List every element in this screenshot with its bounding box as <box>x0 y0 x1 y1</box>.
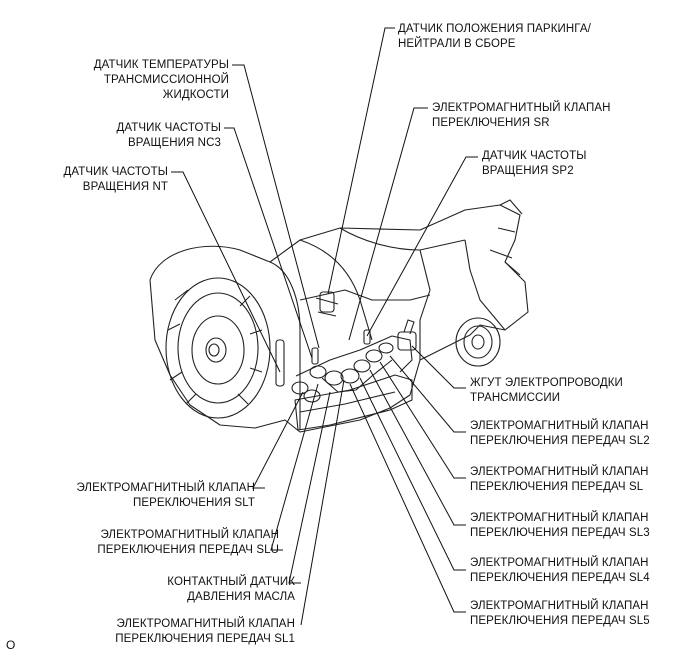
label-sl3-solenoid: ЭЛЕКТРОМАГНИТНЫЙ КЛАПАН ПЕРЕКЛЮЧЕНИЯ ПЕР… <box>470 512 650 539</box>
solenoid-cluster <box>291 319 417 403</box>
label-sl-solenoid: ЭЛЕКТРОМАГНИТНЫЙ КЛАПАН ПЕРЕКЛЮЧЕНИЯ ПЕР… <box>470 466 649 493</box>
label-sr-solenoid: ЭЛЕКТРОМАГНИТНЫЙ КЛАПАН ПЕРЕКЛЮЧЕНИЯ SR <box>432 102 611 129</box>
label-nc3-speed-sensor: ДАТЧИК ЧАСТОТЫ ВРАЩЕНИЯ NC3 <box>116 122 221 149</box>
label-park-neutral-sensor: ДАТЧИК ПОЛОЖЕНИЯ ПАРКИНГА/ НЕЙТРАЛИ В СБ… <box>398 23 591 50</box>
corner-mark: O <box>6 638 16 652</box>
label-oil-pressure-switch: КОНТАКТНЫЙ ДАТЧИК ДАВЛЕНИЯ МАСЛА <box>167 576 295 603</box>
label-slu-solenoid: ЭЛЕКТРОМАГНИТНЫЙ КЛАПАН ПЕРЕКЛЮЧЕНИЯ ПЕР… <box>97 529 279 556</box>
label-nt-speed-sensor: ДАТЧИК ЧАСТОТЫ ВРАЩЕНИЯ NT <box>63 166 168 193</box>
label-fluid-temp-sensor: ДАТЧИК ТЕМПЕРАТУРЫ ТРАНСМИССИОННОЙ ЖИДКО… <box>93 59 229 101</box>
label-sl4-solenoid: ЭЛЕКТРОМАГНИТНЫЙ КЛАПАН ПЕРЕКЛЮЧЕНИЯ ПЕР… <box>470 557 650 584</box>
label-transmission-wire-harness: ЖГУТ ЭЛЕКТРОПРОВОДКИ ТРАНСМИССИИ <box>470 377 623 404</box>
label-sl2-solenoid: ЭЛЕКТРОМАГНИТНЫЙ КЛАПАН ПЕРЕКЛЮЧЕНИЯ ПЕР… <box>470 420 650 447</box>
rear-output-flange <box>455 317 501 367</box>
torque-converter <box>165 277 271 419</box>
bell-housing <box>149 204 529 433</box>
label-slt-solenoid: ЭЛЕКТРОМАГНИТНЫЙ КЛАПАН ПЕРЕКЛЮЧЕНИЯ SLT <box>76 482 255 509</box>
label-sp2-speed-sensor: ДАТЧИК ЧАСТОТЫ ВРАЩЕНИЯ SP2 <box>482 150 587 177</box>
oil-pan <box>294 374 413 431</box>
label-sl1-solenoid: ЭЛЕКТРОМАГНИТНЫЙ КЛАПАН ПЕРЕКЛЮЧЕНИЯ ПЕР… <box>115 618 295 645</box>
label-sl5-solenoid: ЭЛЕКТРОМАГНИТНЫЙ КЛАПАН ПЕРЕКЛЮЧЕНИЯ ПЕР… <box>470 600 650 627</box>
